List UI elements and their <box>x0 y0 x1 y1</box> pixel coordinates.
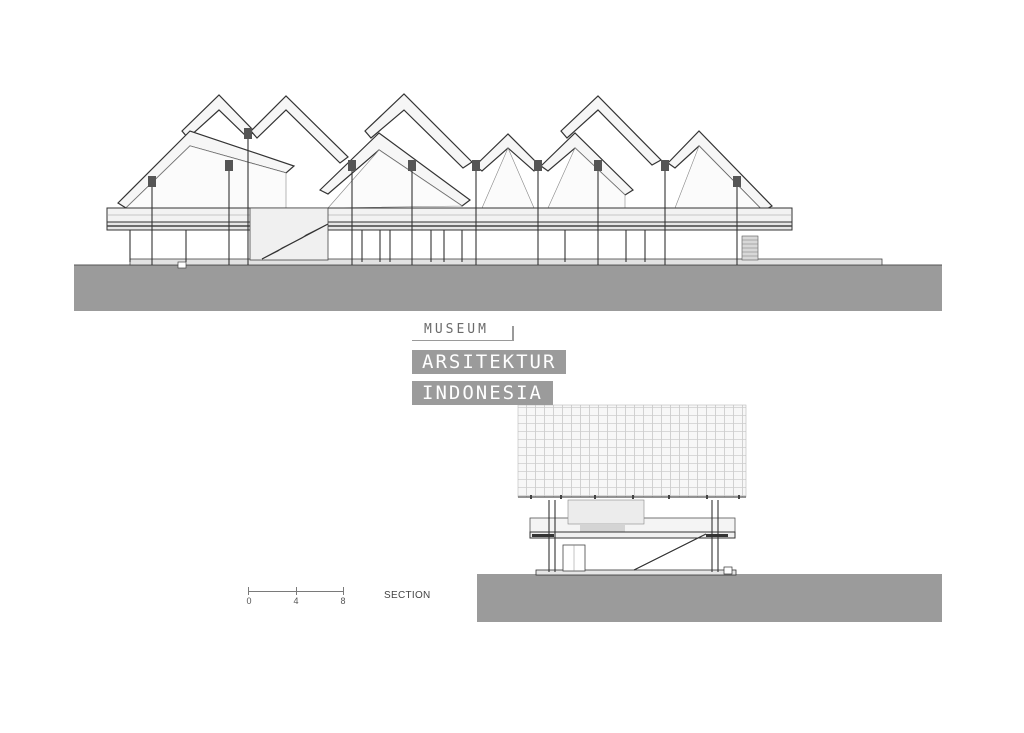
scale-tick-label: 8 <box>340 596 346 606</box>
section-drawing <box>477 404 942 622</box>
section-ground <box>477 574 942 622</box>
logo-line-museum: MUSEUM <box>424 322 489 337</box>
logo-line-indonesia: INDONESIA <box>412 381 553 405</box>
scale-tick-label: 4 <box>293 596 299 606</box>
scale-tick <box>248 587 249 595</box>
scale-tick <box>343 587 344 595</box>
elevation-ground <box>74 265 942 311</box>
scale-tick <box>296 587 297 595</box>
logo-line-arsitektur: ARSITEKTUR <box>412 350 567 374</box>
section-roof <box>517 404 747 498</box>
elevation-columns <box>129 130 738 265</box>
section-label: SECTION <box>384 590 431 601</box>
scale-tick-label: 0 <box>246 596 252 606</box>
logo-bracket-base <box>412 340 514 341</box>
elevation-drawing <box>74 93 942 311</box>
elevation-roofs <box>117 93 773 212</box>
scale-bar: 0 4 8 <box>246 586 346 616</box>
logo-bracket <box>512 326 514 341</box>
